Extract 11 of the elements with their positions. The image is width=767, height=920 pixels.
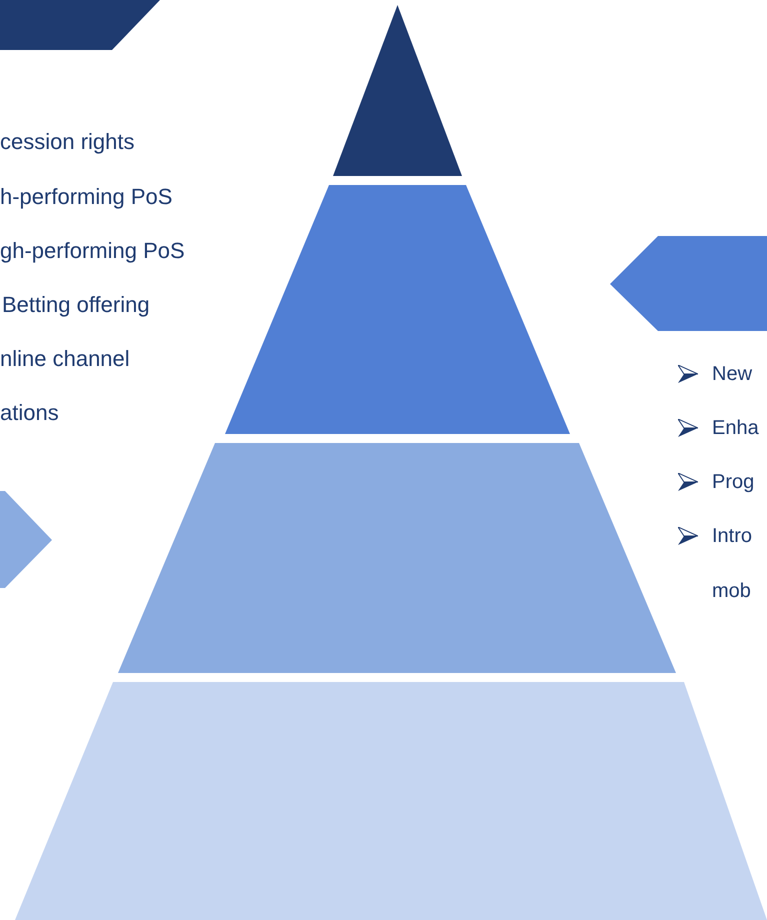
text-line: New xyxy=(712,362,752,387)
text-line: mob xyxy=(712,579,751,604)
text-line: Betting offering xyxy=(2,292,150,318)
text-line: ations xyxy=(0,400,59,426)
text-line: gh-performing PoS xyxy=(0,238,185,264)
text-line: h-performing PoS xyxy=(0,184,172,210)
text-line: Enha xyxy=(712,416,759,441)
text-line: Intro xyxy=(712,524,752,549)
text-line: cession rights xyxy=(0,129,135,155)
text-line: nline channel xyxy=(0,346,130,372)
text-line: Prog xyxy=(712,470,754,495)
